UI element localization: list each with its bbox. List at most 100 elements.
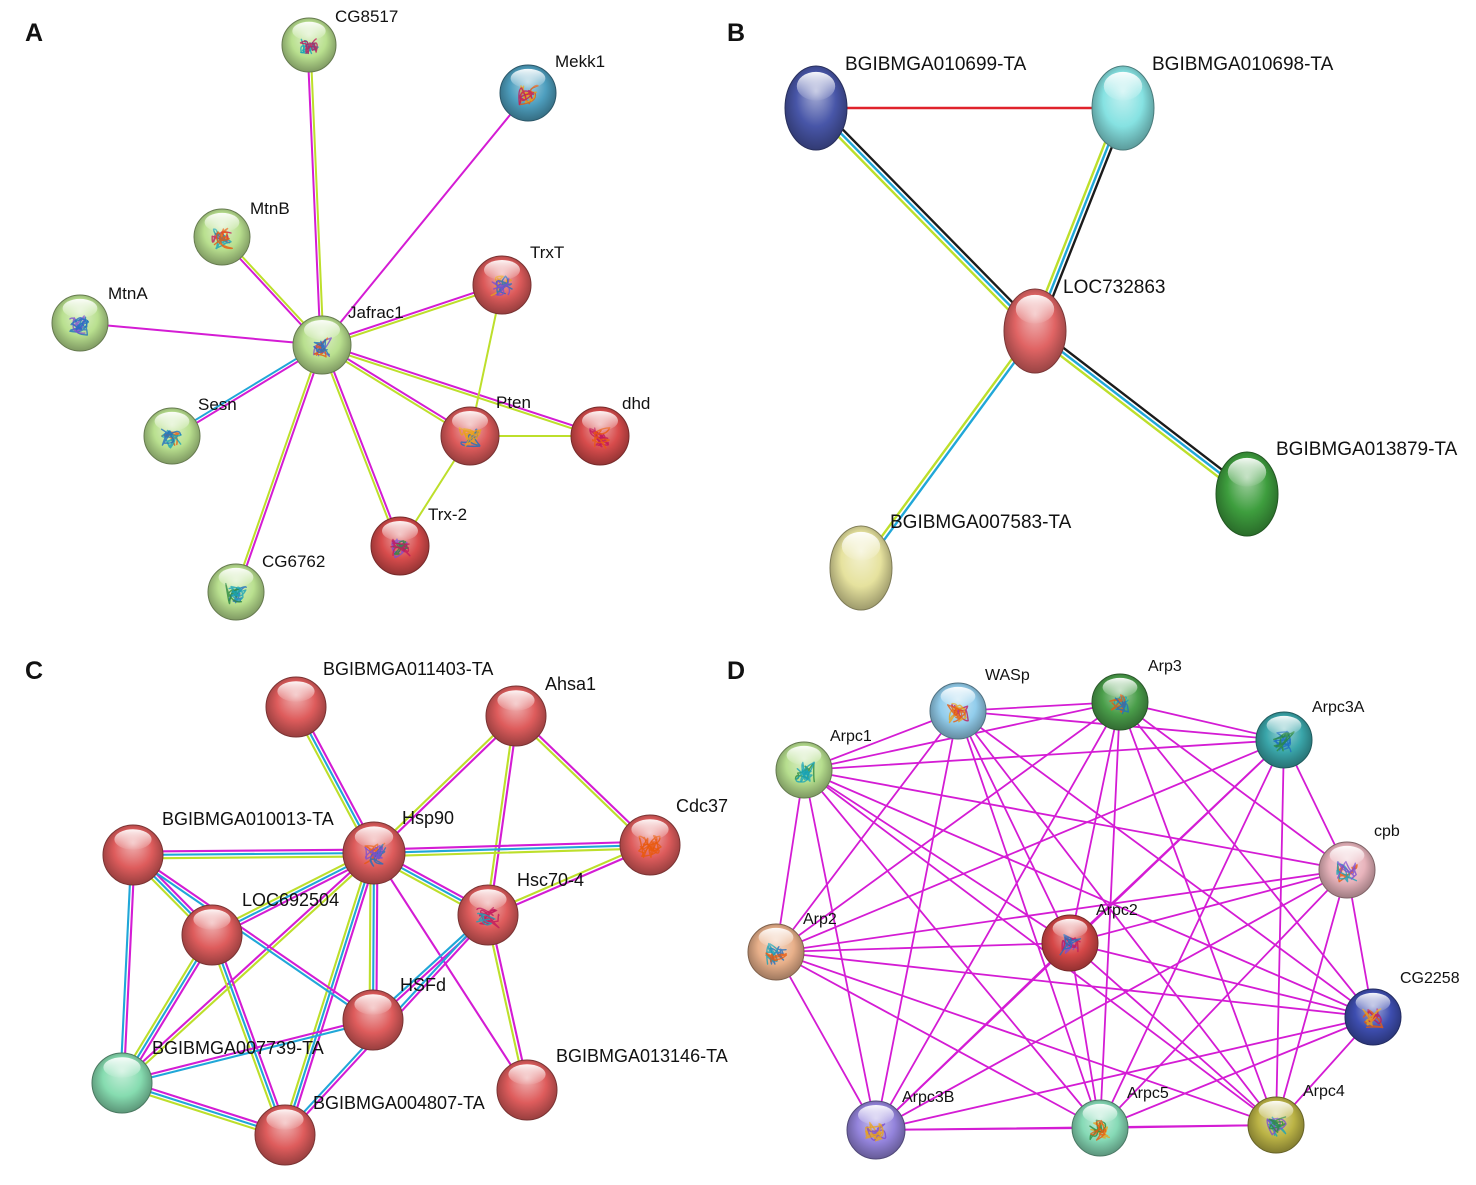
- node-label: Cdc37: [676, 796, 728, 816]
- interaction-edge: [1275, 739, 1285, 1126]
- interaction-edge: [803, 769, 1071, 944]
- sphere-highlight: [510, 68, 546, 88]
- sphere-highlight: [354, 994, 392, 1015]
- interaction-edge: [775, 869, 1348, 953]
- interaction-edge: [1119, 701, 1374, 1018]
- interaction-edge: [875, 710, 959, 1131]
- evidence-line: [122, 854, 136, 1085]
- evidence-line: [817, 103, 1040, 330]
- structure-ribbon: [228, 585, 247, 601]
- structure-ribbon: [948, 702, 967, 724]
- evidence-line: [513, 716, 650, 848]
- node-label: Arpc4: [1303, 1083, 1345, 1100]
- node-label: BGIBMGA010699-TA: [845, 54, 1027, 75]
- evidence-line: [957, 710, 1277, 1126]
- panel-letter: A: [25, 19, 43, 47]
- sphere-highlight: [469, 889, 507, 910]
- evidence-line: [1119, 701, 1277, 1126]
- node-label: Sesn: [198, 395, 237, 414]
- interaction-edge: [775, 951, 1101, 1129]
- evidence-line: [858, 328, 1035, 568]
- protein-structure-icon: [225, 582, 247, 605]
- interaction-edge: [957, 710, 1071, 944]
- network-node: [775, 741, 833, 799]
- structure-ribbon: [299, 38, 318, 55]
- nodes: [91, 676, 681, 1166]
- interaction-edge: [1119, 701, 1277, 1126]
- evidence-line: [119, 850, 374, 1083]
- evidence-line: [131, 848, 376, 853]
- evidence-line: [875, 942, 1071, 1131]
- node-label: BGIBMGA011403-TA: [323, 659, 493, 679]
- evidence-line: [207, 935, 283, 1138]
- interaction-edge: [119, 853, 136, 1085]
- node-label: CG6762: [262, 552, 325, 571]
- network-node: [440, 406, 500, 466]
- interaction-edge: [1099, 701, 1121, 1129]
- interaction-edge: [775, 942, 1071, 953]
- interaction-edge: [320, 342, 602, 439]
- structure-ribbon: [213, 227, 233, 250]
- network-node: [370, 516, 430, 576]
- protein-structure-icon: [458, 427, 482, 448]
- interaction-edge: [321, 92, 529, 346]
- interaction-edge: [207, 932, 290, 1138]
- node-label: Jafrac1: [348, 303, 404, 322]
- evidence-line: [875, 1016, 1374, 1131]
- evidence-line: [775, 942, 1071, 953]
- evidence-line: [957, 710, 1374, 1018]
- protein-structure-icon: [69, 315, 89, 336]
- node-label: Arpc3A: [1312, 699, 1365, 716]
- network-node: [1255, 711, 1313, 769]
- evidence-line: [775, 951, 877, 1131]
- interaction-edge: [803, 769, 1374, 1018]
- interaction-edge: [1069, 942, 1374, 1018]
- evidence-line: [1099, 1124, 1277, 1129]
- evidence-line: [374, 716, 519, 856]
- interaction-edge: [1119, 701, 1348, 871]
- evidence-line: [1069, 942, 1101, 1129]
- node-label: LOC692504: [242, 890, 339, 910]
- interaction-edge: [803, 769, 1277, 1126]
- node-label: Hsc70-4: [517, 870, 584, 890]
- node-label: BGIBMGA010698-TA: [1152, 54, 1334, 75]
- sphere-highlight: [497, 690, 535, 711]
- evidence-line: [485, 714, 516, 916]
- evidence-line: [132, 852, 376, 1020]
- edges: [811, 103, 1251, 571]
- network-node: [51, 294, 109, 352]
- interaction-edge: [875, 1016, 1374, 1131]
- sphere-highlight: [304, 320, 340, 340]
- evidence-line: [1099, 869, 1348, 1129]
- interaction-edge: [1099, 1124, 1277, 1129]
- evidence-line: [321, 285, 504, 348]
- network-node: [1344, 988, 1402, 1046]
- evidence-line: [1031, 333, 1246, 499]
- protein-structure-icon: [299, 38, 319, 55]
- interaction-edge: [79, 322, 323, 346]
- sphere-highlight: [940, 686, 976, 706]
- structure-ribbon: [458, 427, 481, 447]
- nodes: [784, 65, 1279, 611]
- interaction-edge: [1069, 942, 1277, 1126]
- network-node: [292, 315, 352, 375]
- sphere-highlight: [266, 1109, 304, 1130]
- structure-ribbon: [947, 704, 966, 723]
- evidence-line: [320, 345, 601, 439]
- evidence-line: [1069, 869, 1348, 944]
- structure-ribbon: [765, 952, 788, 963]
- panel-letter: D: [727, 657, 745, 685]
- node-label: CG8517: [335, 7, 398, 26]
- evidence-line: [280, 850, 372, 1136]
- sphere-highlight: [193, 909, 231, 930]
- evidence-line: [371, 713, 516, 853]
- evidence-line: [1099, 739, 1285, 1129]
- node-label: MtnA: [108, 284, 148, 303]
- interaction-edge: [803, 769, 1101, 1129]
- node-label: WASp: [985, 667, 1030, 684]
- sphere-highlight: [277, 681, 315, 702]
